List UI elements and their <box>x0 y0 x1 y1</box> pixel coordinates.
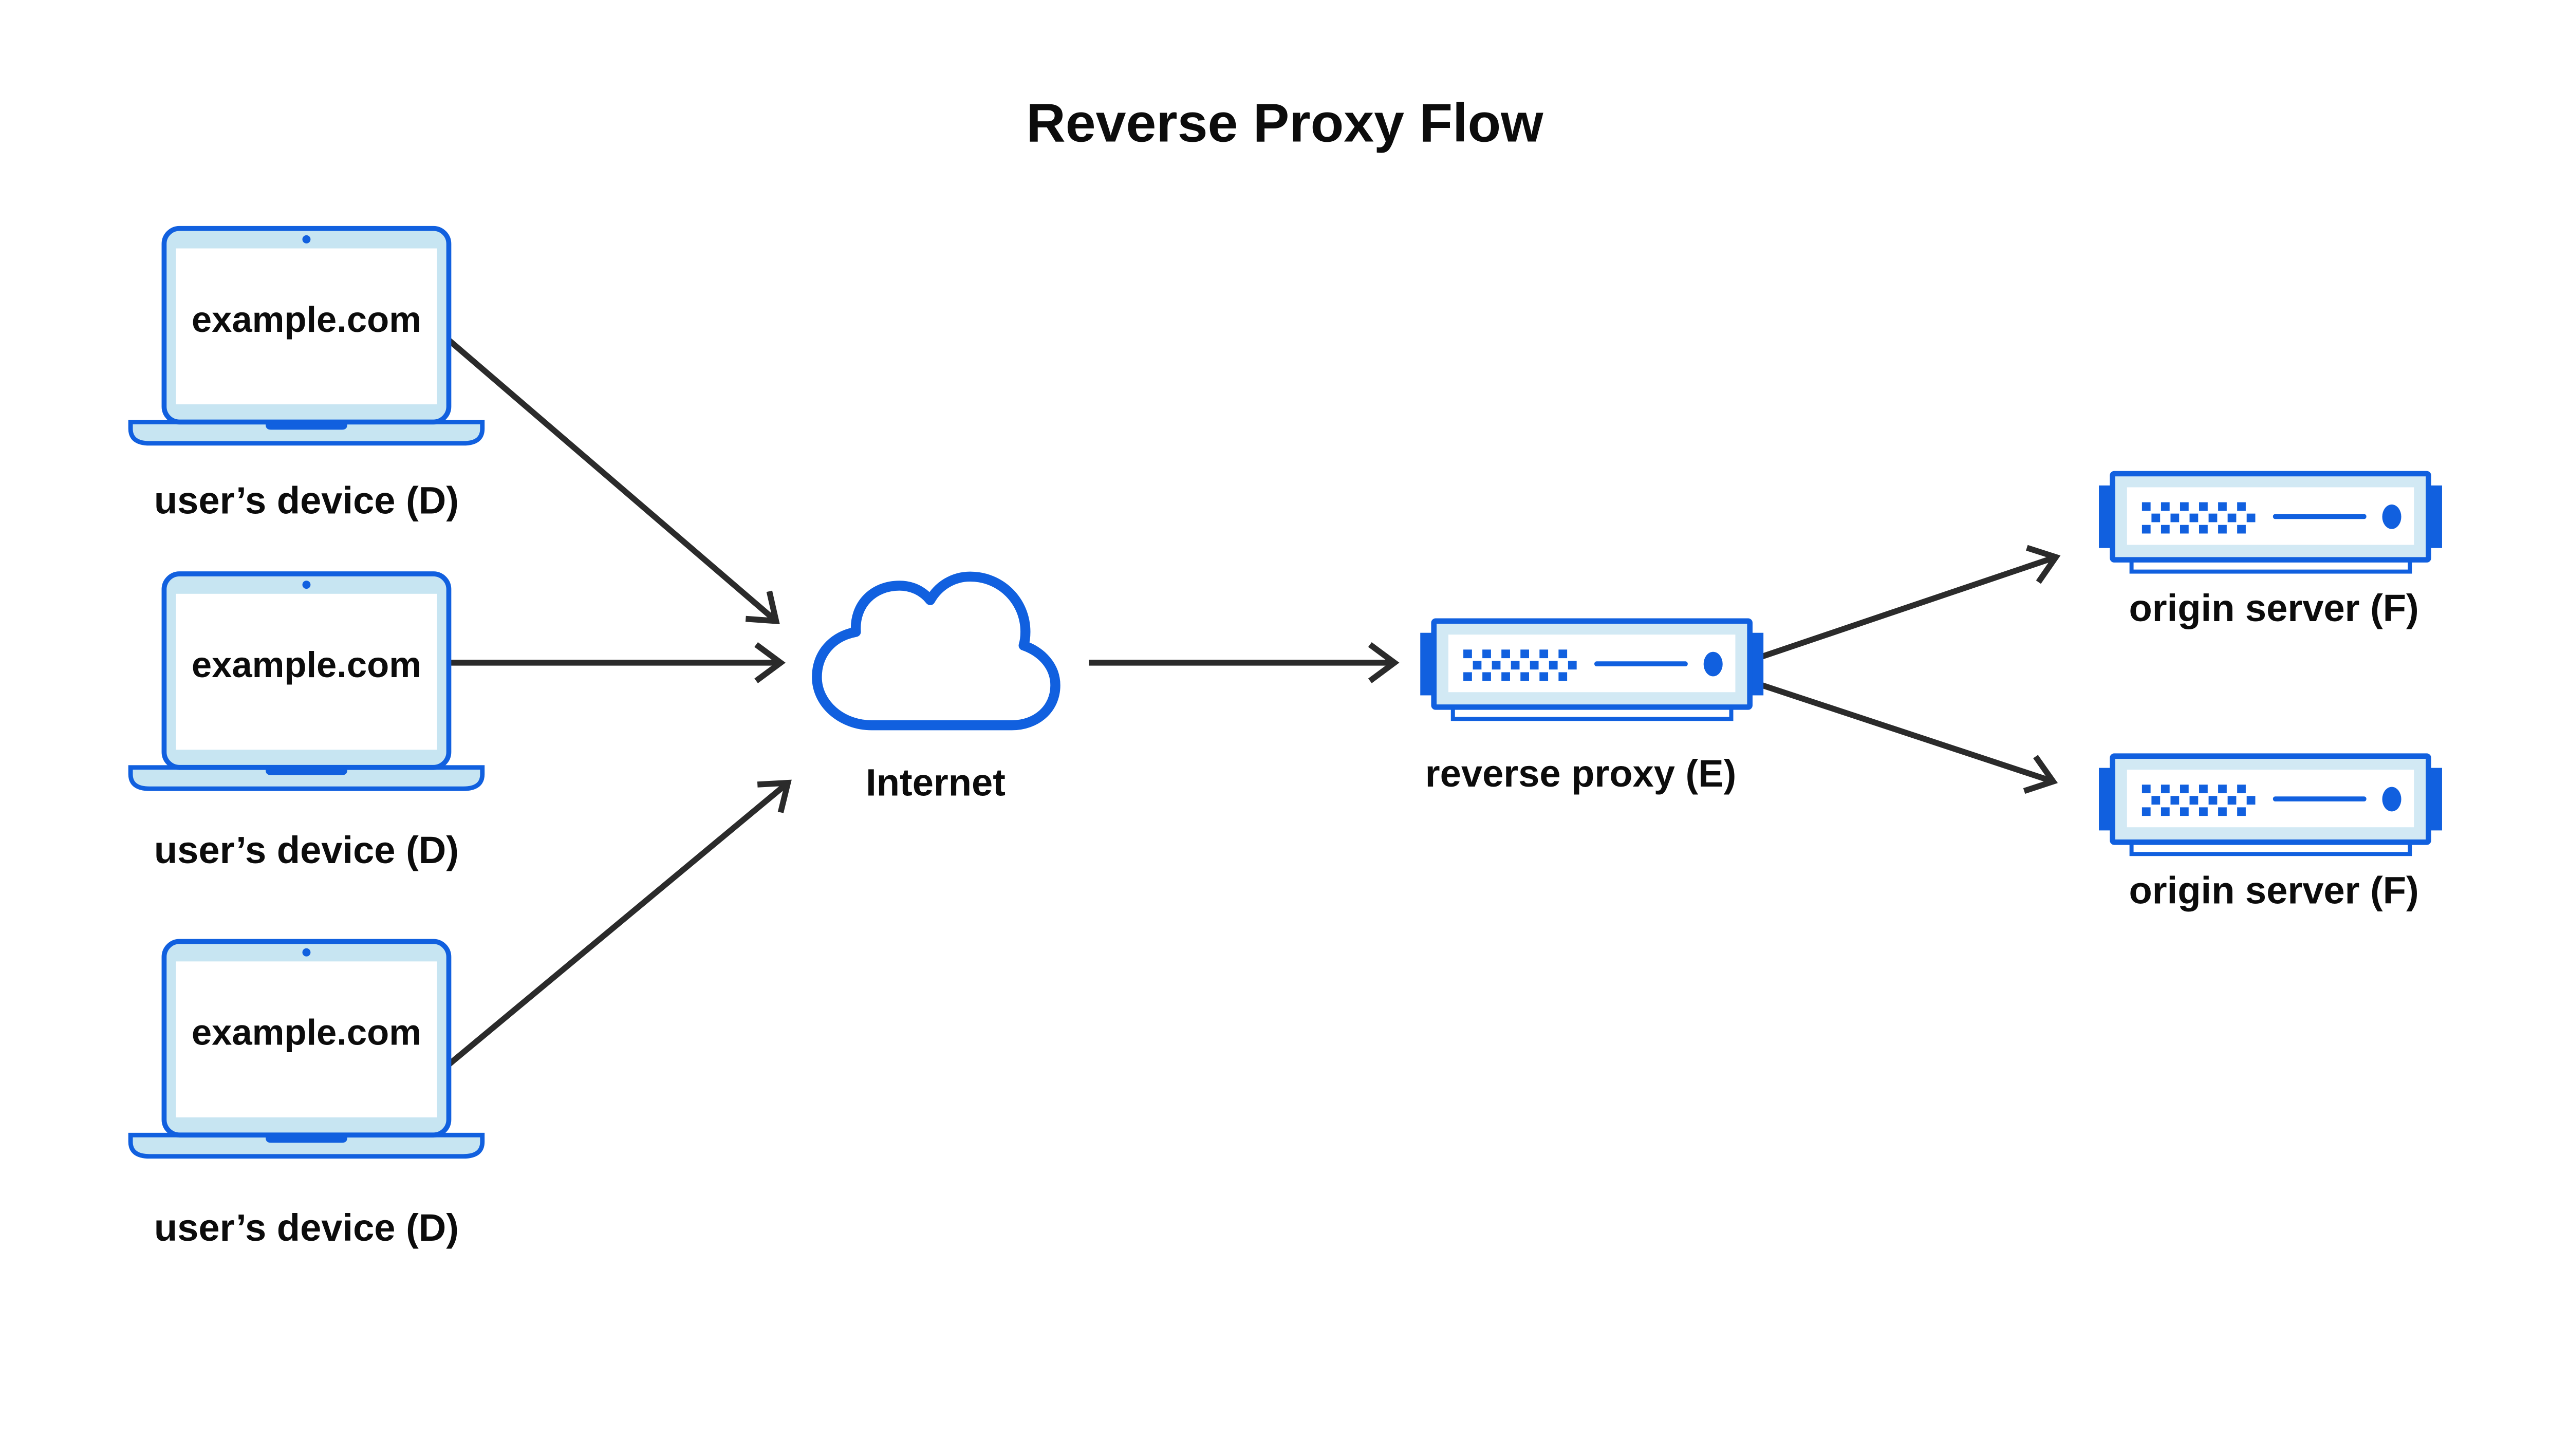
diagram-canvas: Reverse Proxy Flow example.com user’s de… <box>0 92 2569 1249</box>
user-device-node-2: example.com user’s device (D) <box>131 574 482 871</box>
device-screen-text: example.com <box>192 1012 421 1053</box>
user-device-node-3: example.com user’s device (D) <box>131 942 482 1249</box>
origin-server-label: origin server (F) <box>2129 587 2419 629</box>
arrow-proxy-to-origin-2 <box>1760 682 2058 794</box>
internet-node: Internet <box>812 571 1060 804</box>
reverse-proxy-flow-diagram: Reverse Proxy Flow example.com user’s de… <box>0 92 2569 1249</box>
reverse-proxy-label: reverse proxy (E) <box>1425 752 1737 795</box>
arrow-device-3-to-internet <box>446 779 792 1068</box>
server-icon <box>2099 756 2442 854</box>
cloud-icon <box>812 571 1060 731</box>
device-label: user’s device (D) <box>154 1206 459 1249</box>
internet-label: Internet <box>866 761 1006 804</box>
origin-server-node-1: origin server (F) <box>2099 474 2442 629</box>
server-icon <box>1420 621 1763 719</box>
device-label: user’s device (D) <box>154 479 459 522</box>
arrow-device-1-to-internet <box>444 335 780 625</box>
device-label: user’s device (D) <box>154 829 459 871</box>
arrow-proxy-to-origin-1 <box>1760 545 2061 660</box>
origin-server-node-2: origin server (F) <box>2099 756 2442 911</box>
device-screen-text: example.com <box>192 299 421 340</box>
origin-server-label: origin server (F) <box>2129 869 2419 911</box>
reverse-proxy-node: reverse proxy (E) <box>1420 621 1763 795</box>
page-title: Reverse Proxy Flow <box>1026 92 1543 153</box>
device-screen-text: example.com <box>192 644 421 685</box>
user-device-node-1: example.com user’s device (D) <box>131 229 482 522</box>
server-icon <box>2099 474 2442 572</box>
